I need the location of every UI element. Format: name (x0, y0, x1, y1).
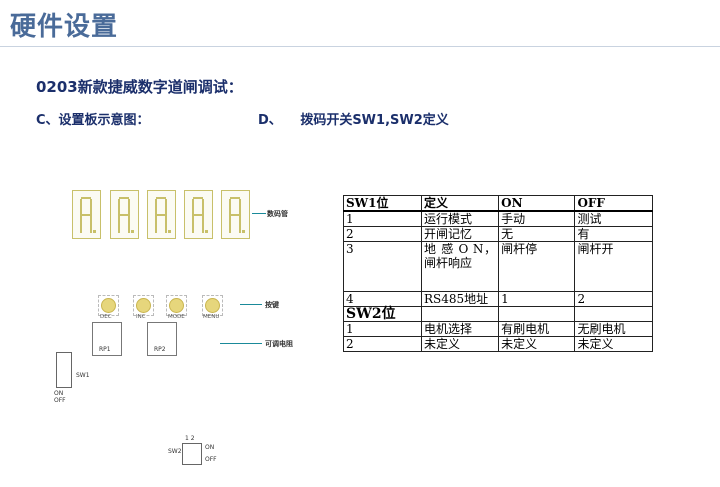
table-cell: 未定义 (574, 336, 653, 352)
sw1-on-label: ON (54, 390, 64, 397)
callout-line (252, 213, 266, 214)
table-cell: 未定义 (498, 336, 576, 352)
table-cell: 3 (343, 241, 422, 292)
table-cell (574, 306, 653, 322)
section-c-heading: C、设置板示意图： (36, 113, 150, 128)
table-row: 3 地 感 O N，闸杆响应 闸杆停 闸杆开 (343, 241, 653, 292)
table-cell: 无 (498, 226, 576, 242)
header-cell: OFF (574, 195, 653, 212)
table-cell: 1 (343, 210, 422, 227)
table-cell: 地 感 O N，闸杆响应 (420, 241, 500, 292)
callout-line (240, 304, 262, 305)
table-cell: 电机选择 (420, 321, 500, 337)
mode-button (166, 295, 187, 316)
inc-button (133, 295, 154, 316)
button-label: INC (136, 314, 146, 320)
callout-line (220, 343, 262, 344)
seven-segment-digit (184, 190, 213, 239)
seven-segment-digit (221, 190, 250, 239)
sw2-on-label: ON (205, 444, 215, 451)
table-cell (498, 306, 576, 322)
rp2-potentiometer (147, 322, 177, 356)
table-cell: 2 (343, 226, 422, 242)
page-title: 硬件设置 (10, 12, 119, 42)
table-cell: 2 (343, 336, 422, 352)
table-cell: 有 (574, 226, 653, 242)
table-cell: 未定义 (420, 336, 500, 352)
table-cell (420, 306, 500, 322)
table-cell: 运行模式 (420, 210, 500, 227)
table-cell: 闸杆停 (498, 241, 576, 292)
sw2-off-label: OFF (205, 456, 217, 463)
table-cell: 手动 (498, 210, 576, 227)
button-label: MENU (203, 314, 220, 320)
seven-segment-digit (147, 190, 176, 239)
table-header-row: SW1位 定义 ON OFF (343, 195, 653, 212)
table-cell: 2 (574, 291, 653, 307)
board-diagram: 数码管 DEC INC MODE MENU 按键 RP1 RP2 可调电阻 SW… (40, 180, 340, 480)
sw2-pin-labels: 1 2 (185, 435, 195, 442)
pot-label: RP2 (154, 346, 166, 353)
table-cell: RS485地址 (420, 291, 500, 307)
sw2-header-cell: SW2位 (343, 306, 422, 322)
sw2-section-row: SW2位 (343, 306, 653, 322)
table-cell: 闸杆开 (574, 241, 653, 292)
table-cell: 测试 (574, 210, 653, 227)
table-cell: 无刷电机 (574, 321, 653, 337)
buttons-callout-label: 按键 (265, 301, 279, 309)
button-label: MODE (168, 314, 185, 320)
dip-switch-definition-table: SW1位 定义 ON OFF 1 运行模式 手动 测试 2 开闸记忆 无 有 3… (343, 195, 653, 352)
display-callout-label: 数码管 (267, 210, 288, 218)
button-label: DEC (100, 314, 112, 320)
table-cell: 1 (498, 291, 576, 307)
table-row: 1 电机选择 有刷电机 无刷电机 (343, 321, 653, 337)
seven-segment-digit (110, 190, 139, 239)
sw1-label: SW1 (76, 372, 90, 379)
table-cell: 开闸记忆 (420, 226, 500, 242)
sw1-dip-switch (56, 352, 72, 388)
sw2-dip-switch (182, 443, 202, 465)
menu-button (202, 295, 223, 316)
header-cell: ON (498, 195, 576, 212)
pot-callout-label: 可调电阻 (265, 340, 293, 348)
table-row: 4 RS485地址 1 2 (343, 291, 653, 307)
table-row: 1 运行模式 手动 测试 (343, 210, 653, 227)
title-divider (0, 46, 720, 47)
dec-button (98, 295, 119, 316)
header-cell: 定义 (420, 195, 500, 212)
sw2-label: SW2 (168, 448, 182, 455)
sw1-off-label: OFF (54, 397, 66, 404)
rp1-potentiometer (92, 322, 122, 356)
seven-segment-digit (72, 190, 101, 239)
table-row: 2 开闸记忆 无 有 (343, 226, 653, 242)
title-bar: 硬件设置 (0, 0, 720, 46)
table-row: 2 未定义 未定义 未定义 (343, 336, 653, 352)
table-cell: 4 (343, 291, 422, 307)
pot-label: RP1 (99, 346, 111, 353)
table-cell: 有刷电机 (498, 321, 576, 337)
section-subtitle: 0203新款捷威数字道闸调试： (36, 78, 243, 96)
header-cell: SW1位 (343, 195, 422, 212)
table-cell: 1 (343, 321, 422, 337)
section-d-heading: D、 拨码开关SW1,SW2定义 (258, 113, 449, 128)
